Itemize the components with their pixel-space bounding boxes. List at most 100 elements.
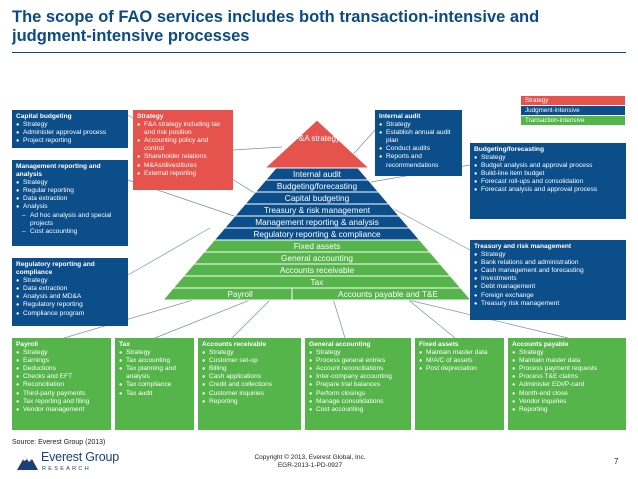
list-item: Tax accounting: [119, 357, 190, 365]
legend-transaction: Transaction-intensive: [521, 116, 625, 125]
list-item: Checks and EFT: [16, 373, 107, 381]
list-item: Accounting policy and control: [137, 137, 229, 153]
pyramid-layer-label: Tax: [310, 277, 324, 287]
bottom-box: PayrollStrategyEarningsDeductionsChecks …: [12, 338, 111, 430]
list-item: Strategy: [474, 251, 622, 259]
legend: Strategy Judgment-intensive Transaction-…: [521, 96, 625, 126]
list-item: Process general entries: [309, 357, 407, 365]
list-item: Account reconciliations: [309, 365, 407, 373]
list-item: Project reporting: [16, 137, 124, 145]
budgeting-box: Budgeting/forecasting StrategyBudget ana…: [470, 143, 626, 219]
list-item: Shareholder relations: [137, 153, 229, 161]
list-subitem: Ad hoc analysis and special projects: [16, 212, 124, 228]
list-item: Forecast analysis and approval process: [474, 186, 622, 194]
list-item: Strategy: [16, 121, 124, 129]
title-divider: [12, 52, 626, 53]
list-item: Analysis: [16, 203, 124, 211]
everest-logo: Everest Group RESEARCH: [15, 450, 135, 476]
pyramid-layer-label: Internal audit: [293, 169, 341, 179]
list-item: External reporting: [137, 170, 229, 178]
list-subitem: Cost accounting: [16, 228, 124, 236]
list-item: Data extraction: [16, 195, 124, 203]
pyramid-top-label: F&A strategy: [294, 134, 340, 143]
list-item: Deductions: [16, 365, 107, 373]
bottom-box: Accounts receivableStrategyCustomer set-…: [198, 338, 301, 430]
list-item: Post depreciation: [419, 365, 500, 373]
list-item: Treasury risk management: [474, 300, 622, 308]
page-number: 7: [614, 457, 619, 466]
list-item: Strategy: [474, 154, 622, 162]
list-item: Data extraction: [16, 285, 124, 293]
list-item: Strategy: [119, 349, 190, 357]
list-item: Vendor management: [16, 406, 107, 414]
pyramid-layer-label: Regulatory reporting & compliance: [253, 229, 381, 239]
list-item: Bank relations and administration: [474, 259, 622, 267]
list-item: Customer set-up: [202, 357, 297, 365]
bottom-box: Fixed assetsMaintain master dataM/A/C of…: [415, 338, 504, 430]
list-item: Cost accounting: [309, 406, 407, 414]
list-item: Manage consolidations: [309, 398, 407, 406]
list-item: Compliance program: [16, 310, 124, 318]
list-item: Regulatory reporting: [16, 301, 124, 309]
list-item: Reconciliation: [16, 381, 107, 389]
list-item: Earnings: [16, 357, 107, 365]
list-item: Maintain master data: [512, 357, 622, 365]
pyramid-base-left: Payroll: [227, 289, 253, 299]
pyramid-layer-label: Budgeting/forecasting: [276, 181, 358, 191]
list-item: Strategy: [202, 349, 297, 357]
list-item: Conduct audits: [379, 145, 458, 153]
list-item: Strategy: [309, 349, 407, 357]
list-item: Month-end close: [512, 390, 622, 398]
internal-audit-box: Internal audit StrategyEstablish annual …: [375, 110, 462, 176]
list-item: Maintain master data: [419, 349, 500, 357]
list-item: Customer inquiries: [202, 390, 297, 398]
list-item: Foreign exchange: [474, 292, 622, 300]
list-item: Regular reporting: [16, 187, 124, 195]
regulatory-reporting-box: Regulatory reporting and compliance Stra…: [12, 258, 128, 326]
list-item: Cash management and forecasting: [474, 267, 622, 275]
list-item: Perform closings: [309, 390, 407, 398]
pyramid-base-right: Accounts payable and T&E: [338, 289, 438, 299]
list-item: Administer EDI/P-card: [512, 381, 622, 389]
source-note: Source: Everest Group (2013): [12, 439, 106, 446]
legend-judgment: Judgment-intensive: [521, 106, 625, 115]
list-item: Tax compliance: [119, 381, 190, 389]
list-item: Tax reporting and filing: [16, 398, 107, 406]
list-item: Strategy: [16, 277, 124, 285]
pyramid-layer-label: Fixed assets: [293, 241, 341, 251]
list-item: M&As/divestitures: [137, 162, 229, 170]
mountain-icon: [17, 456, 38, 470]
management-reporting-box: Management reporting and analysis Strate…: [12, 160, 128, 246]
list-item: Tax audit: [119, 390, 190, 398]
list-item: F&A strategy including tax and risk posi…: [137, 121, 229, 137]
pyramid-layer-label: Treasury & risk management: [263, 205, 371, 215]
list-item: Vendor inquiries: [512, 398, 622, 406]
list-item: Credit and collections: [202, 381, 297, 389]
list-item: Reporting: [512, 406, 622, 414]
list-item: M/A/C of assets: [419, 357, 500, 365]
copyright: Copyright © 2013, Everest Global, Inc. E…: [254, 454, 366, 469]
bottom-box: TaxStrategyTax accountingTax planning an…: [115, 338, 194, 430]
pyramid-layer-label: Management reporting & analysis: [255, 217, 379, 227]
list-item: Cash applications: [202, 373, 297, 381]
list-item: Process T&E claims: [512, 373, 622, 381]
list-item: Build-line item budget: [474, 170, 622, 178]
pyramid-layer-label: General accounting: [281, 253, 353, 263]
list-item: Establish annual audit plan: [379, 129, 458, 145]
list-item: Prepare trial balances: [309, 381, 407, 389]
list-item: Tax planning and analysis: [119, 365, 190, 381]
list-item: Reports and recommendations: [379, 153, 458, 169]
list-item: Inter-company accounting: [309, 373, 407, 381]
legend-strategy: Strategy: [521, 96, 625, 105]
list-item: Debt management: [474, 283, 622, 291]
treasury-box: Treasury and risk management StrategyBan…: [470, 240, 626, 320]
strategy-box: Strategy F&A strategy including tax and …: [133, 110, 233, 190]
list-item: Billing: [202, 365, 297, 373]
pyramid-layer-label: Capital budgeting: [284, 193, 350, 203]
bottom-box: General accountingStrategyProcess genera…: [305, 338, 411, 430]
list-item: Analysis and MD&A: [16, 293, 124, 301]
page-title: The scope of FAO services includes both …: [12, 8, 540, 45]
list-item: Process payment requests: [512, 365, 622, 373]
capital-budgeting-box: Capital budgeting StrategyAdminister app…: [12, 110, 128, 148]
